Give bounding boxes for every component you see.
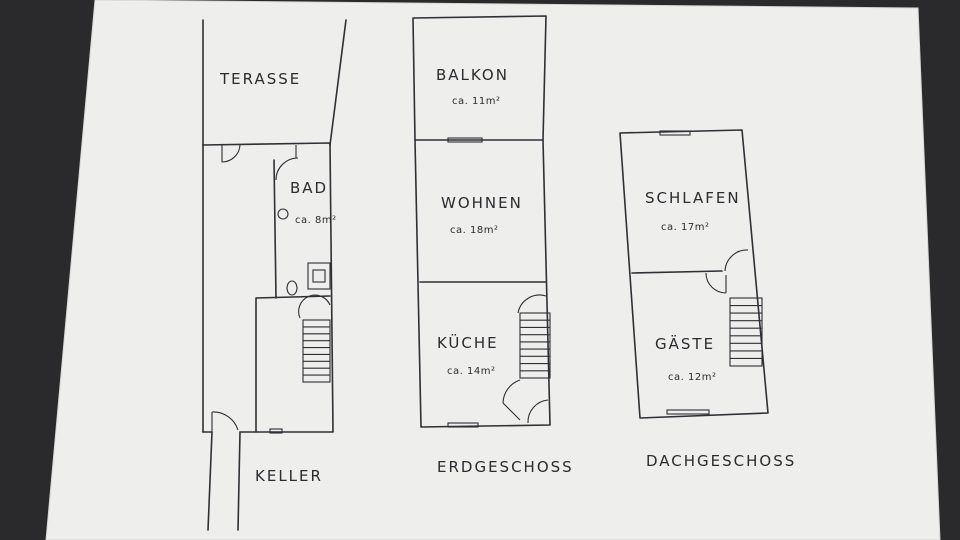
stairs-dachgeschoss [729,297,763,367]
room-area-balkon: ca. 11m² [452,96,500,107]
plan-dachgeschoss: SCHLAFEN ca. 17m² GÄSTE ca. 12m² DACHGES… [619,129,796,470]
room-label-bad: BAD [290,179,328,197]
room-area-kueche: ca. 14m² [447,366,495,377]
room-label-balkon: BALKON [436,66,509,84]
floor-label-erdgeschoss: ERDGESCHOSS [437,458,574,476]
stairs-keller [302,319,331,383]
room-label-schlafen: SCHLAFEN [645,189,741,207]
room-area-bad: ca. 8m² [295,215,337,226]
plan-erdgeschoss: BALKON ca. 11m² WOHNEN ca. 18m² KÜCHE ca… [412,15,574,476]
plan-keller: TERASSE BAD ca. 8m² KELLER [202,19,347,531]
room-area-gaeste: ca. 12m² [668,372,716,383]
room-area-schlafen: ca. 17m² [661,222,709,233]
floor-label-keller: KELLER [255,467,323,485]
floor-label-dachgeschoss: DACHGESCHOSS [646,452,796,470]
room-label-gaeste: GÄSTE [655,334,715,353]
room-label-kueche: KÜCHE [437,333,499,352]
stairs-erdgeschoss [517,294,551,379]
paper-sheet [45,0,941,540]
room-label-wohnen: WOHNEN [441,194,523,212]
room-label-terasse: TERASSE [219,70,301,88]
room-area-wohnen: ca. 18m² [450,225,498,236]
